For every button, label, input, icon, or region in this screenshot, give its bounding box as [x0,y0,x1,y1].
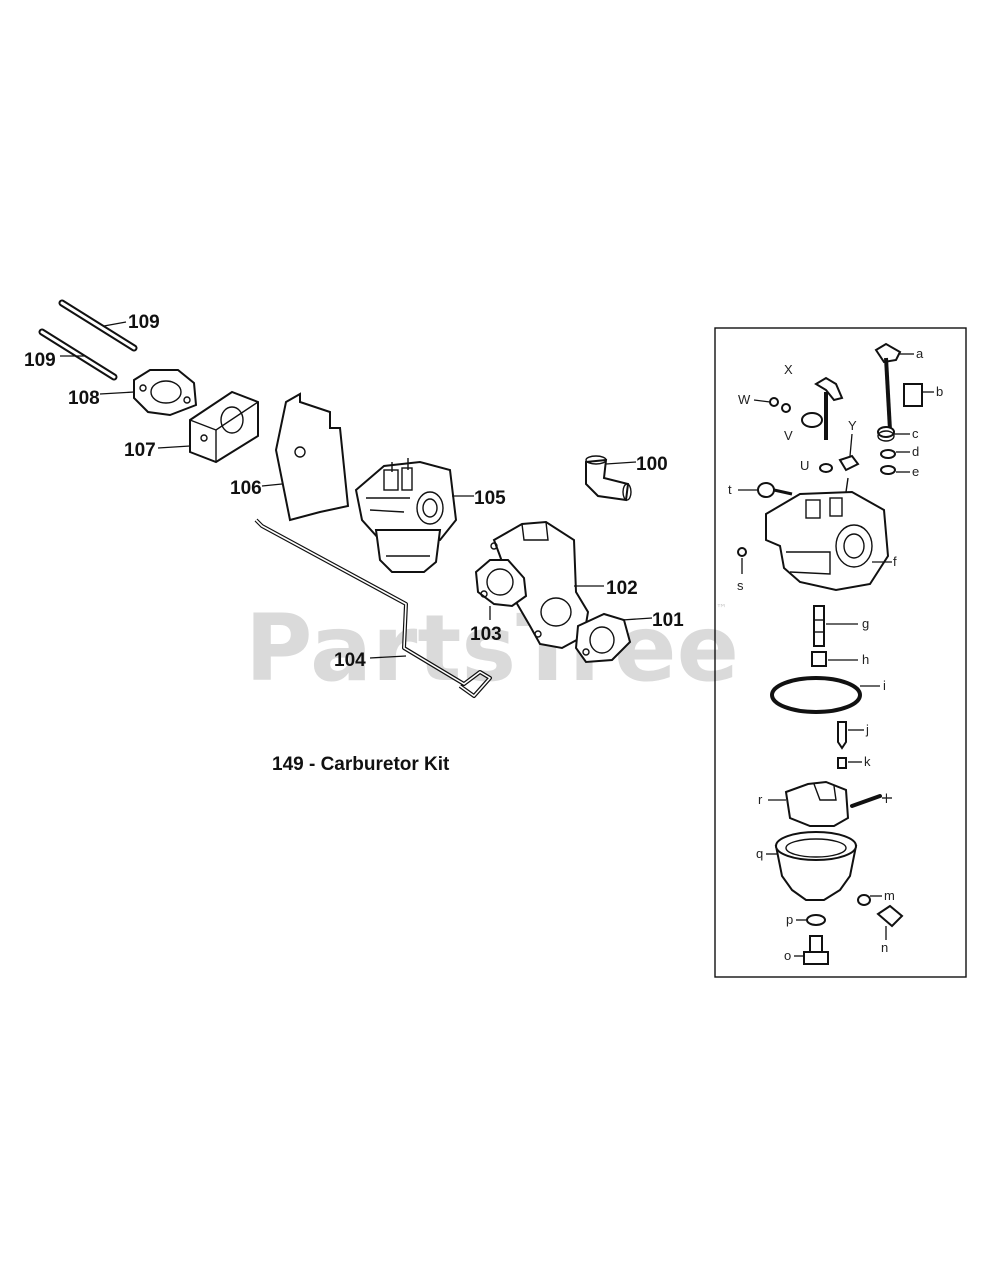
callout-105: 105 [474,488,506,509]
callout-100: 100 [636,454,668,475]
callout-109-lower: 109 [24,350,56,371]
callout-109-upper: 109 [128,312,160,333]
inset-part-X-choke-lever[interactable] [814,376,844,440]
part-108-gasket[interactable] [133,369,198,417]
inset-part-f-carburetor-body[interactable] [765,477,890,592]
carburetor-kit-inset-frame [714,327,967,978]
inset-label-V: V [784,428,793,443]
part-100-fuel-elbow[interactable] [585,455,632,502]
part-106-heat-shield[interactable] [274,392,350,522]
inset-label-X: X [784,362,793,377]
part-109-stud-upper[interactable] [58,299,138,352]
inset-part-a-throttle-lever[interactable] [874,342,902,431]
callout-107: 107 [124,440,156,461]
inset-label-f: f [893,554,897,569]
inset-label-r: r [758,792,763,807]
inset-label-q: q [756,846,763,861]
inset-part-n-drain-screw[interactable] [876,904,904,928]
callout-103: 103 [470,624,502,645]
inset-label-d: d [912,444,919,459]
watermark-trademark: ™ [716,602,727,615]
inset-part-t-idle-screw[interactable] [757,482,793,498]
part-104-throttle-rod[interactable] [254,518,492,698]
inset-label-a: a [916,346,924,361]
part-101-gasket[interactable] [574,612,632,664]
inset-part-d-washer[interactable] [880,449,896,459]
inset-part-i-o-ring[interactable] [770,676,862,714]
callout-102: 102 [606,578,638,599]
inset-part-e-seal[interactable] [880,465,896,475]
inset-label-h: h [862,652,869,667]
inset-part-p-bowl-washer[interactable] [806,914,826,926]
inset-label-l: l [885,791,888,806]
inset-label-o: o [784,948,791,963]
inset-label-Y: Y [848,418,857,433]
inset-part-c-spring[interactable] [877,426,895,442]
inset-part-g-emulsion-tube[interactable] [813,605,825,647]
inset-part-b-throttle-plate[interactable] [903,383,923,407]
part-109-stud-lower[interactable] [38,328,118,381]
kit-title: 149 - Carburetor Kit [272,754,450,775]
inset-label-s: s [737,578,744,593]
part-107-spacer[interactable] [189,390,259,464]
inset-label-k: k [864,754,871,769]
inset-part-l-float-pin[interactable] [850,794,882,808]
callout-101: 101 [652,610,684,631]
inset-label-b: b [936,384,943,399]
part-103-gasket[interactable] [474,559,528,608]
inset-part-j-float-needle[interactable] [837,721,847,750]
inset-label-t: t [728,482,732,497]
inset-part-W-screws[interactable] [769,397,791,413]
inset-label-e: e [912,464,919,479]
inset-label-p: p [786,912,793,927]
watermark: PartsTree [245,595,739,702]
part-105-carburetor[interactable] [354,458,458,573]
inset-part-V-choke-plate[interactable] [801,412,823,428]
inset-label-i: i [883,678,886,693]
inset-label-c: c [912,426,919,441]
inset-part-o-bowl-bolt[interactable] [803,935,829,965]
inset-label-U: U [800,458,809,473]
inset-label-j: j [865,722,869,737]
inset-part-q-float-bowl[interactable] [774,831,858,901]
inset-part-U-washer[interactable] [819,463,833,473]
inset-part-r-float[interactable] [784,780,850,827]
inset-part-m-washer[interactable] [857,894,871,906]
callout-106: 106 [230,478,262,499]
callout-104: 104 [334,650,366,671]
inset-label-W: W [738,392,751,407]
inset-part-h-main-jet[interactable] [811,651,827,667]
inset-label-g: g [862,616,869,631]
inset-part-k-clip[interactable] [837,757,847,769]
inset-label-m: m [884,888,895,903]
inset-label-n: n [881,940,888,955]
callout-108: 108 [68,388,100,409]
inset-part-Y-screw[interactable] [838,454,860,472]
inset-part-s-screw[interactable] [737,547,747,557]
